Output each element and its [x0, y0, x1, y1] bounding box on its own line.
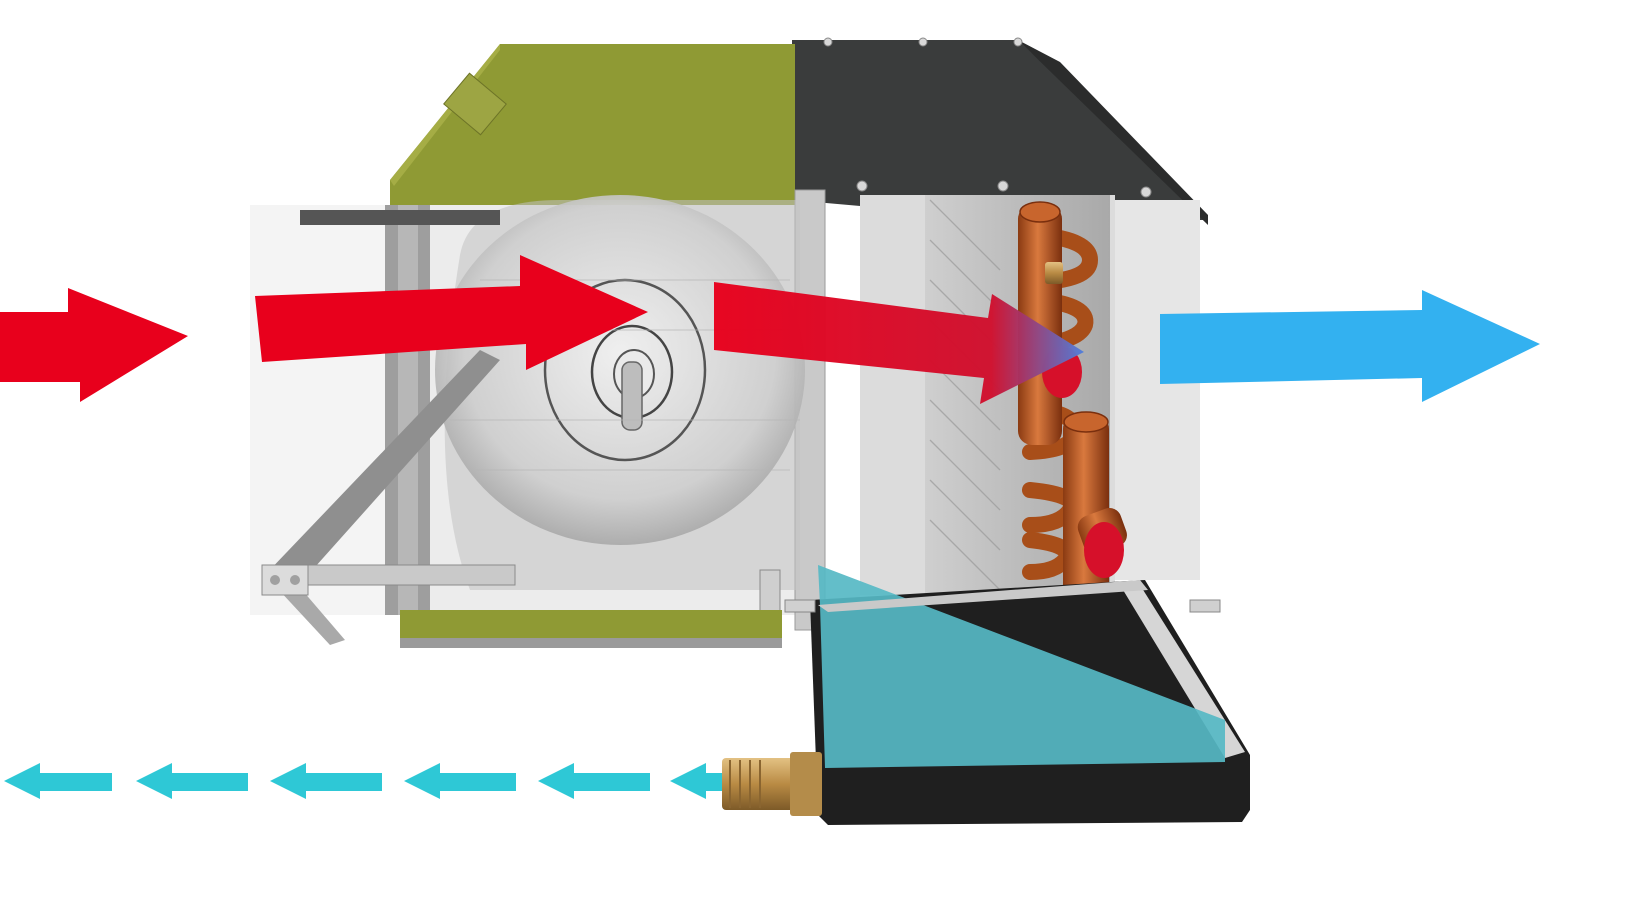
drain-pan-rim [818, 580, 1148, 612]
cool-air-arrow-outlet [1160, 290, 1540, 402]
drain-arrow-4 [404, 763, 516, 799]
drain-arrow-2 [136, 763, 248, 799]
condensate-water [818, 565, 1225, 768]
warm-air-arrow-blower [255, 255, 648, 370]
bracket-left [784, 599, 816, 613]
warm-air-arrow-inlet [0, 288, 188, 402]
front-right-panel [1110, 200, 1200, 580]
drain-arrow-6 [670, 763, 722, 799]
warm-air-arrow-coil [714, 282, 1084, 404]
bracket-right [1189, 599, 1221, 613]
blower-frame [261, 205, 781, 645]
housing-side-panel [1018, 40, 1208, 225]
drain-pan-inner-wall [1120, 585, 1245, 758]
motor-shaft [621, 361, 643, 431]
insulation-top [390, 44, 795, 205]
drain-arrow-1 [4, 763, 112, 799]
lower-pipe-cap [1084, 522, 1124, 578]
drain-fitting [722, 752, 822, 816]
cool-air-flow [1160, 290, 1540, 402]
insulation-bottom [400, 610, 782, 642]
panel-hinge [443, 72, 507, 136]
air-vent-valve [1045, 262, 1063, 284]
drain-pan [722, 565, 1250, 825]
bottom-rail [400, 638, 782, 648]
drain-arrow-5 [538, 763, 650, 799]
warm-air-flow [0, 255, 1084, 404]
housing-top-panel [792, 40, 1208, 220]
drain-arrow-3 [270, 763, 382, 799]
housing-screws [823, 37, 1152, 198]
condensate-drain-flow [4, 763, 722, 799]
